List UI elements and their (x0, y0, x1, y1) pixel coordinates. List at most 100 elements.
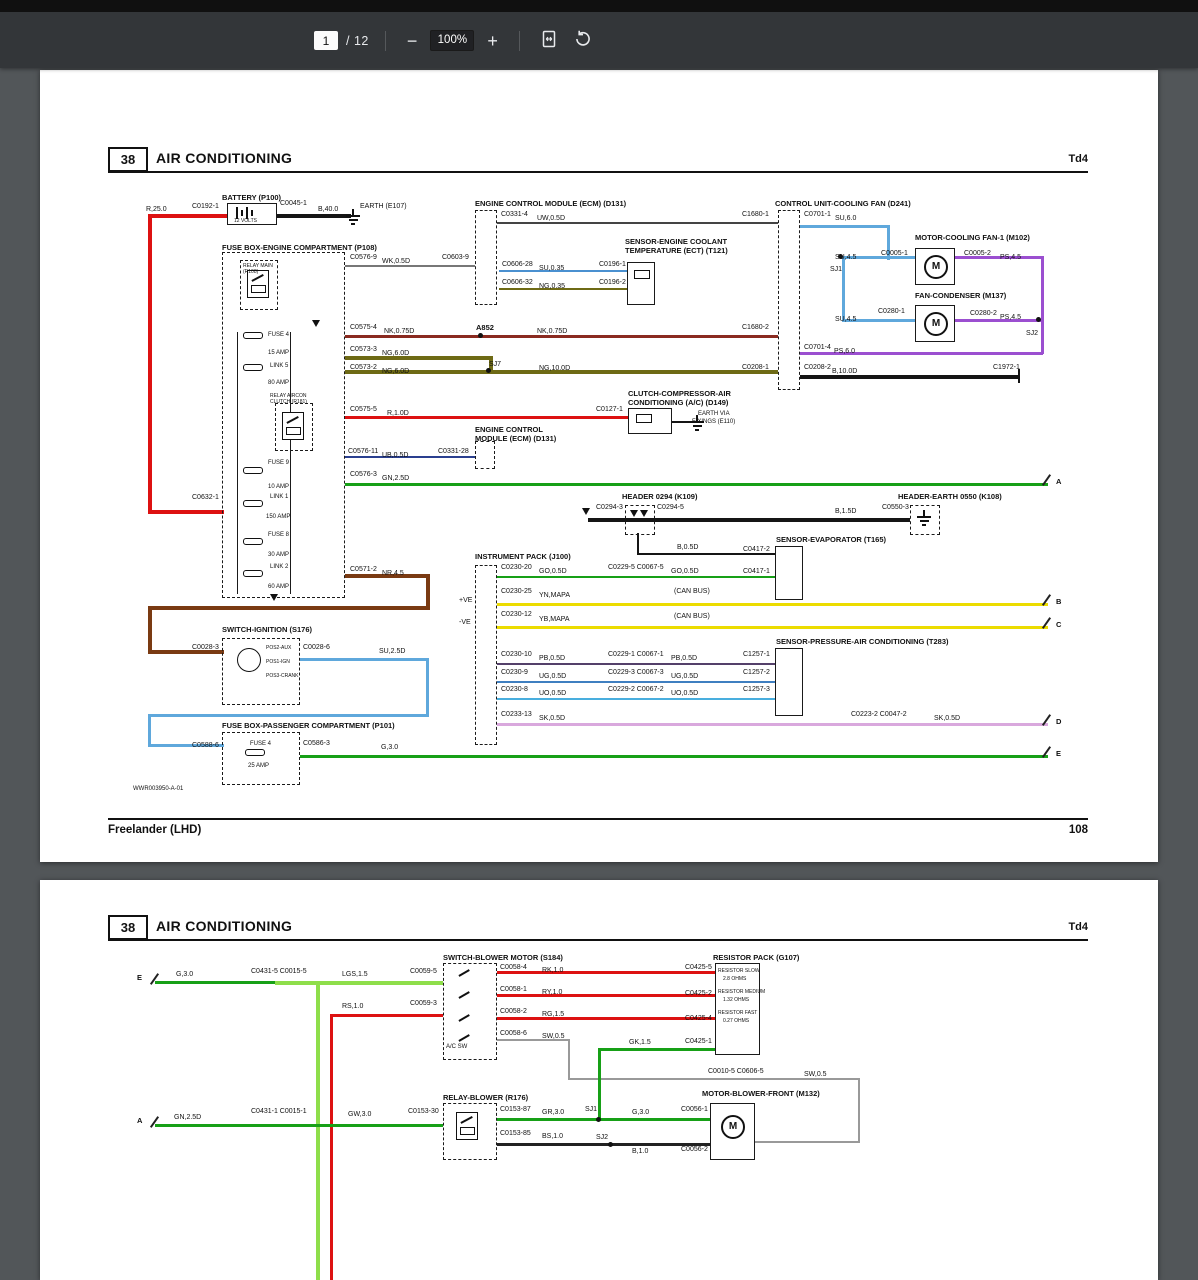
diagram-label: C (1056, 620, 1062, 629)
diagram-label: +VE (459, 597, 473, 604)
fit-page-button[interactable] (536, 28, 562, 53)
wire-segment (497, 971, 715, 974)
diagram-label: C0153-30 (408, 1108, 439, 1115)
toolbar-controls: / 12 − 100% + (314, 28, 596, 53)
zoom-in-button[interactable]: + (482, 30, 503, 52)
diagram-label: 2.8 OHMS (723, 976, 747, 982)
zoom-level-field[interactable]: 100% (430, 30, 475, 51)
clutch-compressor-box (628, 408, 672, 434)
diagram-label: G,3.0 (176, 971, 194, 978)
footer-page-number: 108 (1068, 824, 1088, 836)
evaporator-sensor-box (775, 546, 803, 600)
diagram-label: SENSOR-ENGINE COOLANT (625, 237, 728, 246)
diagram-label: NK,0.75D (384, 328, 415, 335)
fusebox-passenger (222, 732, 300, 785)
diagram-label: YB,MAPA (539, 616, 570, 623)
slash-symbol (1040, 617, 1053, 629)
wire-segment (499, 270, 627, 272)
diagram-label: SJ7 (489, 361, 502, 368)
diagram-label: POS2-AUX (266, 645, 292, 651)
diagram-label: HEADER 0294 (K109) (622, 492, 698, 501)
diagram-label: C0230-20 (501, 564, 532, 571)
diagram-label: SU,4.5 (835, 316, 857, 323)
diagram-label: C0229-2 C0067-2 (608, 686, 664, 693)
wire-segment (497, 1017, 715, 1020)
wire-segment (800, 375, 1020, 379)
diagram-label: (R108) (243, 269, 259, 275)
wire-segment (155, 981, 277, 984)
wire-segment (275, 981, 443, 985)
page-footer: Freelander (LHD) 108 (108, 818, 1088, 836)
diagram-label: HEADER-EARTH 0550 (K108) (898, 492, 1002, 501)
diagram-label: D (1056, 717, 1062, 726)
diagram-label: A/C SW (446, 1044, 468, 1050)
cooling-fan-control-box (778, 210, 800, 390)
wire-segment (426, 658, 429, 716)
diagram-label: CLUTCH-COMPRESSOR-AIR (628, 389, 731, 398)
wire-segment (316, 981, 320, 1280)
diagram-label: BATTERY (P100) (222, 193, 282, 202)
diagram-label: WWR003950-A-01 (133, 786, 184, 792)
wire-segment (426, 574, 430, 610)
diagram-label: C0056-2 (681, 1146, 708, 1153)
diagram-label: C0233-13 (501, 711, 532, 718)
fuse-symbol (243, 500, 263, 507)
wire-segment (148, 214, 152, 512)
dot-symbol (608, 1142, 613, 1147)
diagram-label: FUSE BOX-ENGINE COMPARTMENT (P108) (222, 243, 377, 252)
diagram-label: MOTOR-BLOWER-FRONT (M132) (702, 1089, 820, 1098)
diagram-label: -VE (459, 619, 471, 626)
wire-segment (637, 533, 639, 554)
diagram-label: EARTH VIA (698, 411, 730, 417)
wire-segment (277, 214, 351, 218)
diagram-label: C0576-9 (350, 254, 377, 261)
diagram-label: PS,4.5 (1000, 254, 1022, 261)
diagram-label: C0153-85 (500, 1130, 531, 1137)
diagram-label: C0028-6 (303, 644, 330, 651)
diagram-label: C0005-1 (881, 250, 908, 257)
diagram-label: C0701-1 (804, 211, 831, 218)
blower-switch-box (443, 963, 497, 1060)
diagram-label: INSTRUMENT PACK (J100) (475, 552, 571, 561)
diagram-label: C0192-1 (192, 203, 219, 210)
slash-symbol (1040, 474, 1053, 486)
diagram-label: C0208-2 (804, 364, 831, 371)
contact-symbol (458, 1034, 470, 1042)
zoom-out-button[interactable]: − (402, 30, 423, 52)
diagram-label: C0229-1 C0067-1 (608, 651, 664, 658)
resistor-pack-box (715, 963, 760, 1055)
diagram-label: C0586-3 (303, 740, 330, 747)
diagram-label: C0431-1 C0015-1 (251, 1108, 307, 1115)
wire-segment (887, 225, 890, 260)
diagram-label: PS,6.0 (834, 348, 856, 355)
diagram-label: EARTH (E107) (360, 203, 407, 210)
arrowdown-symbol (312, 320, 320, 327)
wire-segment (497, 576, 775, 578)
ignition-symbol (237, 648, 261, 672)
fuse-symbol (245, 749, 265, 756)
wire-segment (672, 421, 696, 423)
wire-segment (345, 483, 1048, 486)
page-number-input[interactable] (314, 31, 338, 50)
diagram-label: A852 (476, 323, 494, 332)
rotate-button[interactable] (570, 28, 596, 53)
section-header: 38 AIR CONDITIONING Td4 (108, 147, 1088, 173)
dot-symbol (486, 368, 491, 373)
fuse-symbol (243, 332, 263, 339)
wire-segment (330, 1014, 333, 1280)
diagram-label: UB,0.5D (382, 452, 409, 459)
diagram-label: C0153-87 (500, 1106, 531, 1113)
diagram-label: C0005-2 (964, 250, 991, 257)
diagram-label: FUSE 4 (268, 332, 290, 338)
wire-segment (148, 606, 152, 652)
slash-symbol (1040, 746, 1053, 758)
diagram-label: LINK 1 (270, 494, 289, 500)
diagram-label: C0230-10 (501, 651, 532, 658)
diagram-label: BS,1.0 (542, 1133, 564, 1140)
diagram-label: C0425-4 (685, 1015, 712, 1022)
wire-segment (345, 456, 475, 458)
wire-segment (497, 1118, 710, 1121)
diagram-label: SWITCH-IGNITION (S176) (222, 625, 313, 634)
diagram-label: GO,0.5D (539, 568, 567, 575)
slash-symbol (1040, 594, 1053, 606)
